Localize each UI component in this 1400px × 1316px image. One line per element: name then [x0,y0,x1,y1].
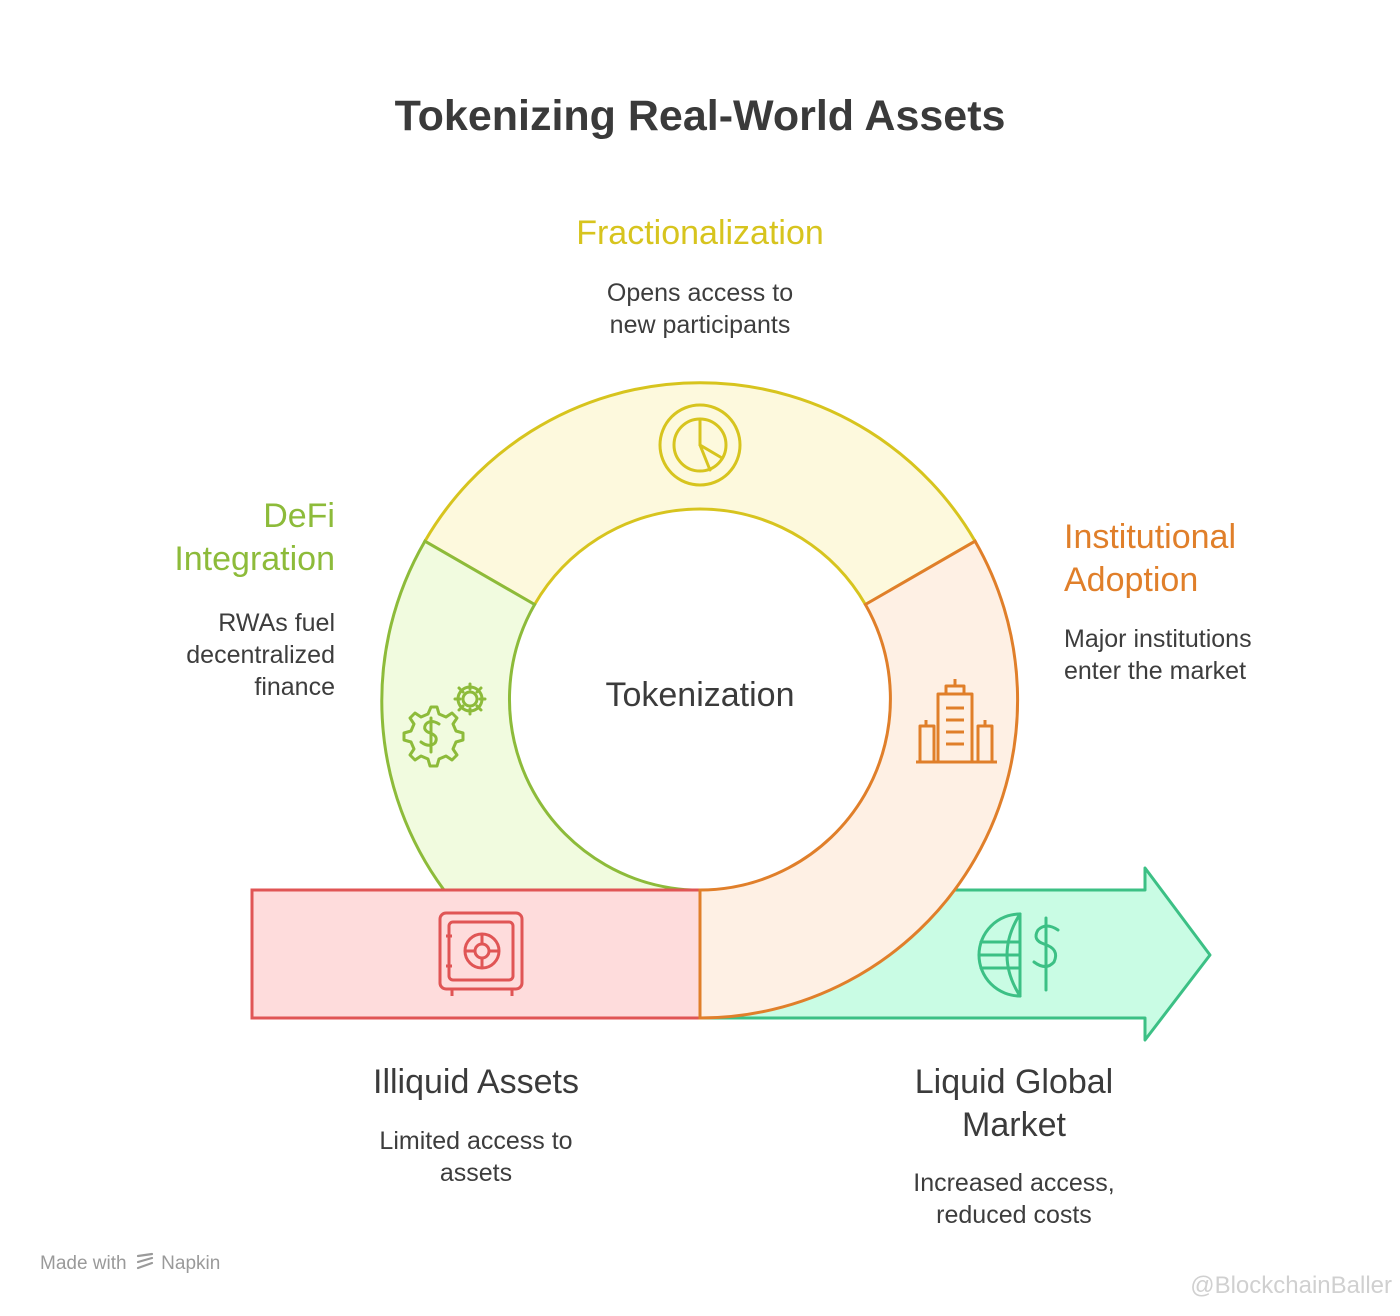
heading-line: Institutional [1064,518,1236,556]
napkin-footer[interactable]: Made with Napkin [40,1252,220,1278]
desc-line: decentralized [186,641,335,669]
defi-description: RWAs fuel decentralized finance [60,607,335,703]
desc-line: RWAs fuel [218,609,335,637]
institutional-heading: Institutional Adoption [1064,516,1384,602]
institutional-description: Major institutions enter the market [1064,623,1384,687]
illiquid-heading: Illiquid Assets [373,1063,579,1101]
buildings-icon [916,679,997,764]
page-title: Tokenizing Real-World Assets [394,92,1006,140]
desc-line: enter the market [1064,657,1247,685]
heading-line: Liquid Global [914,1063,1114,1101]
fractionalization-description: Opens access to new participants [450,277,950,341]
heading-line: DeFi [263,497,335,535]
fractionalization-heading: Fractionalization [576,214,824,252]
desc-line: new participants [609,311,791,339]
institutional-segment [698,539,1020,1020]
illiquid-description: Limited access to assets [276,1125,676,1189]
center-label: Tokenization [605,676,795,714]
globe-dollar-icon [977,912,1060,998]
napkin-brand-label: Napkin [161,1253,221,1274]
desc-line: assets [439,1159,513,1187]
desc-line: Limited access to [379,1127,573,1155]
liquid-heading: Liquid Global Market [814,1061,1214,1147]
fractionalization-segment [422,381,978,607]
heading-line: Market [962,1106,1066,1144]
heading-line: Integration [174,540,335,578]
watermark: @BlockchainBaller [1190,1272,1392,1299]
desc-line: reduced costs [936,1201,1092,1229]
desc-line: Major institutions [1064,625,1252,653]
defi-segment [380,539,693,892]
gear-dollar-icon [402,682,487,768]
made-with-label: Made with [40,1253,127,1274]
safe-icon [438,911,524,996]
desc-line: Opens access to [606,279,794,307]
desc-line: finance [254,673,335,701]
desc-line: Increased access, [913,1169,1115,1197]
pie-chart-icon [658,403,742,487]
napkin-logo-icon [136,1252,154,1278]
defi-heading: DeFi Integration [60,495,335,581]
heading-line: Adoption [1064,561,1199,599]
liquid-description: Increased access, reduced costs [814,1167,1214,1231]
